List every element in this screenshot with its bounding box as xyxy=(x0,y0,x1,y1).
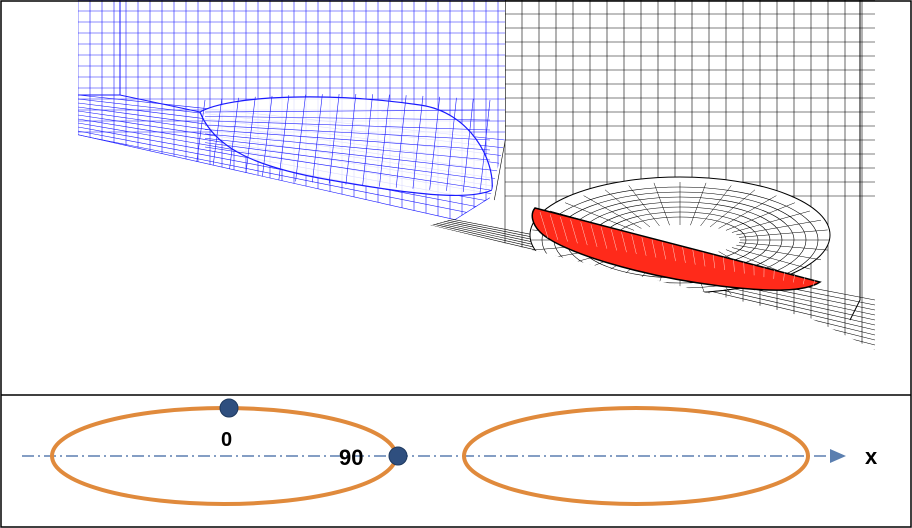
mesh-line xyxy=(783,272,785,281)
x-axis-label: x xyxy=(865,444,878,469)
right-ellipse xyxy=(462,406,810,506)
angle-0-label: 0 xyxy=(221,429,232,451)
mesh-line xyxy=(604,189,651,228)
x-axis-arrow-icon xyxy=(830,449,846,463)
mesh-line xyxy=(539,211,549,239)
mesh-line xyxy=(631,234,637,255)
mesh-line xyxy=(773,269,775,279)
black-mesh-model xyxy=(430,0,875,350)
mesh-line xyxy=(812,279,816,287)
mesh-line xyxy=(743,262,745,274)
mesh-line xyxy=(611,229,617,251)
mesh-line xyxy=(204,124,491,141)
blue-mesh-model xyxy=(78,0,505,220)
mesh-line xyxy=(204,133,491,161)
mesh-line xyxy=(723,257,725,271)
mesh-line xyxy=(739,242,828,251)
mesh-line xyxy=(295,94,306,182)
schematic-panel: 0 90 x xyxy=(22,398,878,506)
mesh-line xyxy=(412,95,424,189)
mesh-line xyxy=(446,97,457,191)
mesh-panel xyxy=(78,0,875,350)
crack-region xyxy=(529,176,831,298)
mesh-line xyxy=(690,182,707,226)
mesh-line xyxy=(793,274,795,283)
mesh-line xyxy=(661,242,667,260)
mesh-line xyxy=(651,239,657,258)
mesh-line xyxy=(712,254,716,269)
angle-90-label: 90 xyxy=(339,445,363,470)
mesh-line xyxy=(725,202,795,231)
mesh-line xyxy=(362,94,373,186)
crack-face-red xyxy=(531,207,822,291)
mesh-line xyxy=(204,146,491,191)
mesh-line xyxy=(739,229,828,238)
mesh-line xyxy=(379,94,390,187)
crack-face-mesh xyxy=(539,211,816,287)
mesh-line xyxy=(204,116,491,121)
mesh-line xyxy=(570,219,578,244)
mesh-line xyxy=(583,195,642,229)
mesh-line xyxy=(78,134,505,220)
mesh-line xyxy=(549,214,559,240)
mesh-line xyxy=(580,222,588,246)
mesh-line xyxy=(204,109,491,113)
mesh-line xyxy=(653,182,670,226)
mesh-line xyxy=(228,97,239,178)
mesh-line xyxy=(345,93,357,185)
mesh-line xyxy=(692,249,696,265)
top-point-dot xyxy=(219,398,239,418)
mesh-line xyxy=(736,219,821,236)
blue-notch-mesh xyxy=(194,93,491,194)
mesh-line xyxy=(672,244,676,262)
mesh-line xyxy=(261,95,273,180)
mesh-line xyxy=(802,277,806,285)
mesh-line xyxy=(479,99,491,194)
side-point-dot xyxy=(388,446,408,466)
mesh-line xyxy=(709,189,756,228)
mesh-line xyxy=(244,96,256,179)
mesh-line xyxy=(600,227,608,249)
mesh-line xyxy=(278,95,290,181)
mesh-line xyxy=(204,142,491,181)
mesh-line xyxy=(204,120,491,131)
mesh-line xyxy=(731,210,810,233)
mesh-line xyxy=(736,244,821,261)
mesh-line xyxy=(560,216,568,242)
blue-notch-region xyxy=(194,93,493,197)
mesh-line xyxy=(204,137,491,171)
mesh-line xyxy=(641,237,647,256)
mesh-line xyxy=(700,185,732,227)
mesh-line xyxy=(682,247,686,263)
mesh-line xyxy=(429,96,441,190)
mesh-line xyxy=(621,232,627,253)
mesh-line xyxy=(731,247,810,270)
mesh-line xyxy=(628,185,660,227)
mesh-line xyxy=(204,129,491,151)
mesh-line xyxy=(718,195,777,229)
mesh-line xyxy=(565,202,635,231)
mesh-line xyxy=(312,94,323,183)
mesh-line xyxy=(733,259,735,272)
mesh-line xyxy=(590,224,598,247)
mesh-line xyxy=(702,252,706,267)
